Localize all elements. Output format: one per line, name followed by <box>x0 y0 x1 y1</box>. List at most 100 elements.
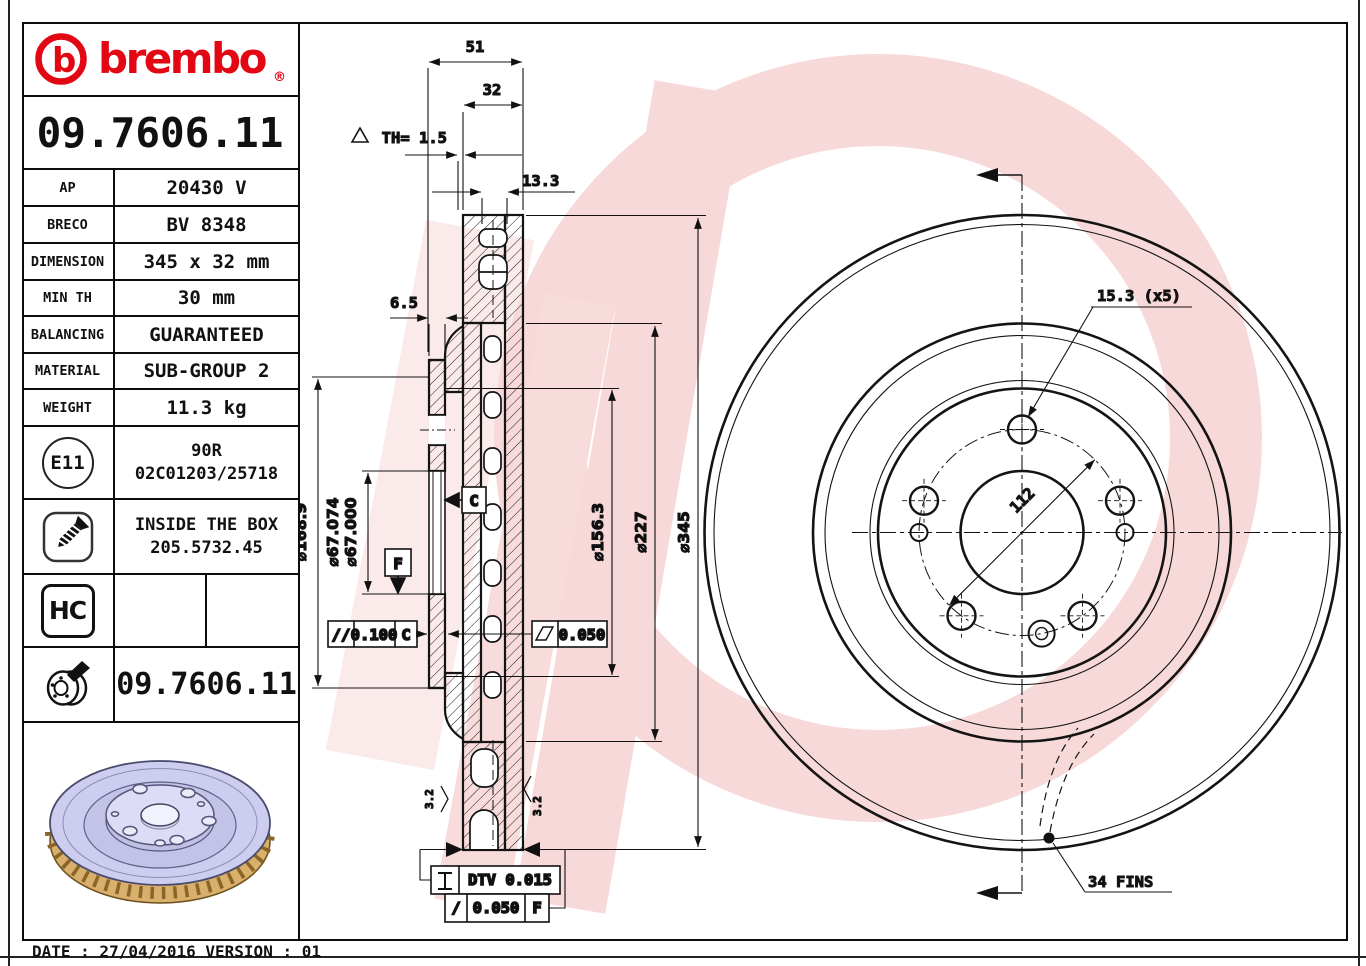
page-border-left <box>8 0 10 966</box>
datum-f-label: F <box>393 555 402 573</box>
dtv-value: DTV 0.015 <box>468 871 552 889</box>
spec-row-balancing: BALANCING GUARANTEED <box>22 317 298 354</box>
datum-f <box>384 548 412 595</box>
dim-flange-th: 6.5 <box>390 294 418 312</box>
datum-c <box>443 486 487 514</box>
spec-label: BALANCING <box>22 317 115 352</box>
approval-badge-cell: E11 <box>22 427 115 498</box>
spec-value: GUARANTEED <box>149 323 264 346</box>
dimension-lines <box>314 58 702 847</box>
illustration-bolt-holes <box>110 783 217 847</box>
spec-row-material: MATERIAL SUB-GROUP 2 <box>22 354 298 390</box>
inside-box-row: INSIDE THE BOX 205.5732.45 <box>22 500 298 575</box>
dim-fins: 34 FINS <box>1088 873 1153 891</box>
spec-label: AP <box>22 170 115 205</box>
product-photo-cell <box>22 723 298 941</box>
spec-row-weight: WEIGHT 11.3 kg <box>22 390 298 427</box>
roughness-left: 3.2 <box>423 789 436 809</box>
brake-disc-icon <box>46 660 90 706</box>
datum-c-label: C <box>469 492 478 510</box>
fins-callout <box>1039 727 1172 893</box>
inside-box-title: INSIDE THE BOX <box>134 514 279 535</box>
runout-frame <box>444 893 550 923</box>
spec-value: 30 mm <box>177 287 236 309</box>
svg-text:b: b <box>52 41 76 81</box>
dim-total-width: 51 <box>466 38 485 56</box>
brand-wordmark: brembo <box>98 33 267 83</box>
spec-label: WEIGHT <box>22 390 115 425</box>
parallelism-frame <box>327 620 427 648</box>
disc-front-view: 112 15.3 (x5) 34 FINS <box>703 168 1342 900</box>
approval-line2: 02C01203/25718 <box>134 463 279 484</box>
screw-icon-cell <box>22 500 115 573</box>
cross-section-view <box>420 213 525 852</box>
bolt-hole-callout <box>1027 306 1192 418</box>
parallel-datum: C <box>401 626 410 644</box>
delta-triangle-icon <box>350 126 370 143</box>
spec-value: 345 x 32 mm <box>143 250 270 273</box>
spec-label: MATERIAL <box>22 354 115 388</box>
spec-row-minth: MIN TH 30 mm <box>22 281 298 317</box>
extension-lines <box>312 68 706 851</box>
dim-bolt-hole: 15.3 (x5) <box>1097 287 1181 305</box>
dim-bore-d-min: ⌀67.000 <box>342 497 360 566</box>
e11-badge: E11 <box>41 436 94 489</box>
approval-line1: 90R <box>191 440 222 461</box>
spec-label: BRECO <box>22 207 115 242</box>
hc-badge: HC <box>40 583 95 638</box>
approval-value: 90R 02C01203/25718 <box>115 427 298 498</box>
hc-empty-cell-1 <box>115 575 207 646</box>
dim-th-wear: TH= 1.5 <box>382 129 447 147</box>
page-border-right <box>1358 0 1360 966</box>
section-cut-arrows <box>976 168 1022 900</box>
inside-box-part: 205.5732.45 <box>150 537 263 558</box>
bolt-hole-ticks <box>902 407 1142 638</box>
screw-icon <box>42 511 93 562</box>
dim-bolt-circle: 112 <box>1006 484 1039 517</box>
runout-value: 0.050 <box>473 899 520 917</box>
spec-value: BV 8348 <box>166 213 247 236</box>
brembo-roundel-icon: b <box>35 32 87 85</box>
gdt-callouts: // 0.100 C 0.050 C <box>327 486 608 923</box>
flatness-value: 0.050 <box>559 626 606 644</box>
hc-badge-cell: HC <box>22 575 115 646</box>
parallel-symbol: // <box>332 626 351 644</box>
box-part-number: 09.7606.11 <box>116 667 297 702</box>
roughness-marks <box>440 775 532 813</box>
part-number: 09.7606.11 <box>36 108 284 157</box>
parallel-value: 0.100 <box>351 626 398 644</box>
section-dimensions: 51 32 TH= 1.5 13.3 6.5 ⌀168.9 ⌀67.074 ⌀6… <box>291 37 706 851</box>
hc-empty-cell-2 <box>207 575 298 646</box>
brand-registered-mark: ® <box>272 70 286 85</box>
left-data-panel: b brembo ® 09.7606.11 AP 20430 V BRECO B… <box>22 22 300 941</box>
spec-row-ap: AP 20430 V <box>22 170 298 207</box>
spec-value: 20430 V <box>166 176 247 199</box>
bolt-circle-dim-line <box>948 459 1096 606</box>
dim-hat-d: ⌀156.3 <box>589 503 607 561</box>
part-number-row: 09.7606.11 <box>22 97 298 170</box>
spec-row-breco: BRECO BV 8348 <box>22 207 298 244</box>
brand-header: b brembo ® <box>22 22 298 97</box>
runout-symbol: / <box>451 899 460 917</box>
flatness-frame <box>448 620 608 648</box>
inside-box-value: INSIDE THE BOX 205.5732.45 <box>115 500 298 573</box>
box-part-number-row: 09.7606.11 <box>22 648 298 723</box>
approval-row: E11 90R 02C01203/25718 <box>22 427 298 500</box>
spec-label: MIN TH <box>22 281 115 315</box>
spec-value: SUB-GROUP 2 <box>143 360 270 382</box>
roughness-right: 3.2 <box>531 796 544 816</box>
flatness-symbol-icon <box>534 626 555 641</box>
small-holes <box>909 523 1135 648</box>
dim-vent-depth: 13.3 <box>522 172 559 190</box>
spec-label: DIMENSION <box>22 244 115 279</box>
spec-row-dimension: DIMENSION 345 x 32 mm <box>22 244 298 281</box>
dim-inner-d: ⌀227 <box>632 511 650 553</box>
hc-row: HC <box>22 575 298 648</box>
dtv-symbol-icon <box>438 872 452 890</box>
hat-bore <box>420 414 455 595</box>
dim-bore-d-max: ⌀67.074 <box>324 497 342 566</box>
dim-outer-d: ⌀345 <box>675 511 693 553</box>
disc-circles <box>703 213 1341 852</box>
